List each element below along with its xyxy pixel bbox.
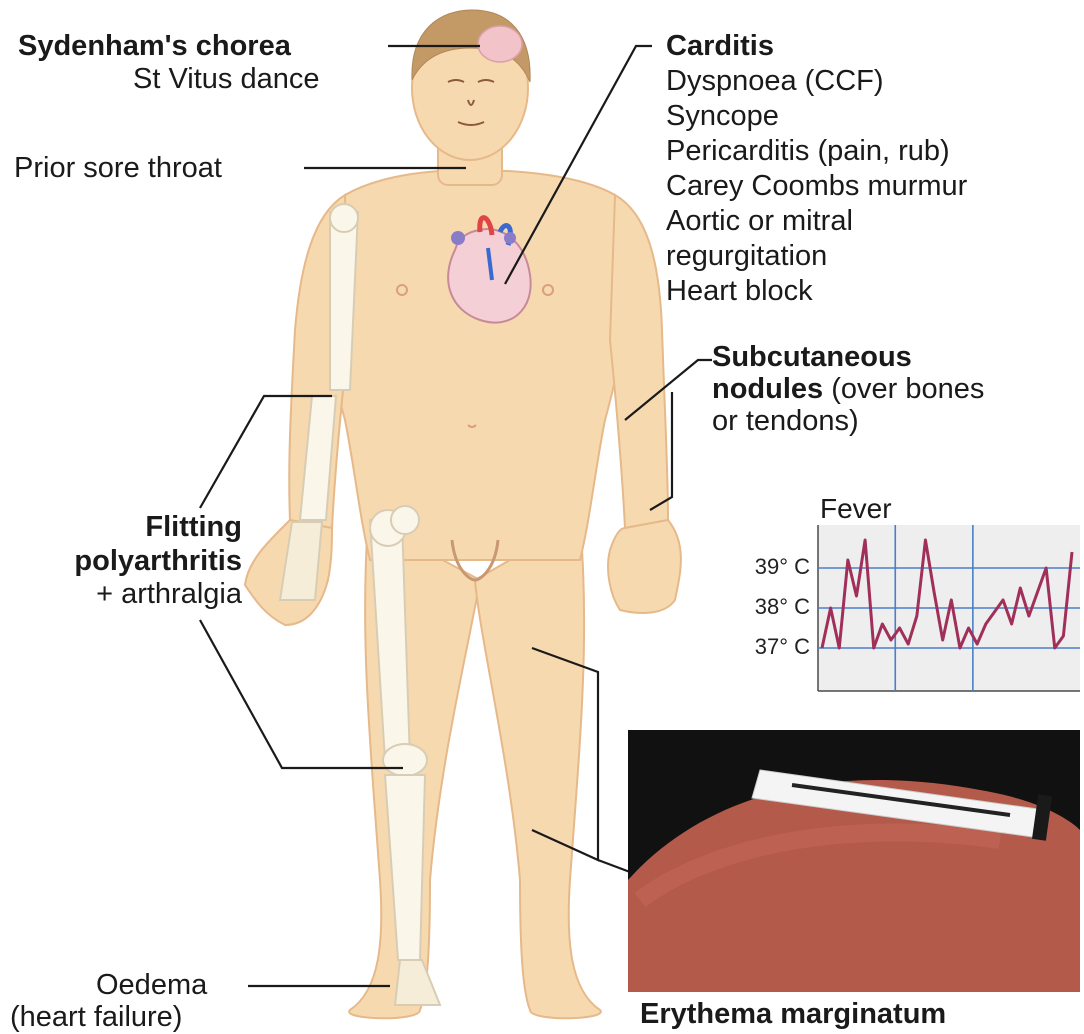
y-tick-label: 37° C xyxy=(755,634,810,660)
label-nodules-2: nodules (over bones xyxy=(712,372,984,406)
carditis-item: Syncope xyxy=(666,99,779,133)
label-arthritis-3: + arthralgia xyxy=(96,577,242,611)
label-oedema: Oedema xyxy=(96,968,207,1002)
carditis-item: Carey Coombs murmur xyxy=(666,169,967,203)
y-tick-label: 39° C xyxy=(755,554,810,580)
left-hand xyxy=(608,520,681,613)
label-arthritis-1: Flitting xyxy=(145,510,242,544)
label-nodules-2-bold: nodules xyxy=(712,373,823,405)
foot-bones xyxy=(395,960,440,1005)
fever-chart xyxy=(818,525,1080,691)
knee-bone xyxy=(383,744,427,776)
leader-erythema-b xyxy=(598,860,630,872)
carditis-item: Pericarditis (pain, rub) xyxy=(666,134,950,168)
label-carditis: Carditis xyxy=(666,29,774,63)
label-erythema: Erythema marginatum xyxy=(640,997,946,1031)
carditis-item: Dyspnoea (CCF) xyxy=(666,64,884,98)
torso xyxy=(326,170,627,560)
label-oedema-sub: (heart failure) xyxy=(10,1000,182,1034)
chart-title: Fever xyxy=(820,492,892,526)
brain-icon xyxy=(478,26,522,62)
left-arm xyxy=(610,195,668,528)
label-arthritis-2: polyarthritis xyxy=(74,544,242,578)
left-leg xyxy=(475,520,601,1018)
label-nodules-1: Subcutaneous xyxy=(712,340,912,374)
y-tick-label: 38° C xyxy=(755,594,810,620)
label-sydenham: Sydenham's chorea xyxy=(18,29,291,63)
carditis-item: Heart block xyxy=(666,274,813,308)
erythema-photo xyxy=(628,730,1080,992)
label-nodules-3: or tendons) xyxy=(712,404,859,438)
label-sydenham-sub: St Vitus dance xyxy=(133,62,319,96)
label-nodules-2-rest: (over bones xyxy=(823,373,984,405)
carditis-item: regurgitation xyxy=(666,239,827,273)
label-sore-throat: Prior sore throat xyxy=(14,151,222,185)
carditis-item: Aortic or mitral xyxy=(666,204,853,238)
